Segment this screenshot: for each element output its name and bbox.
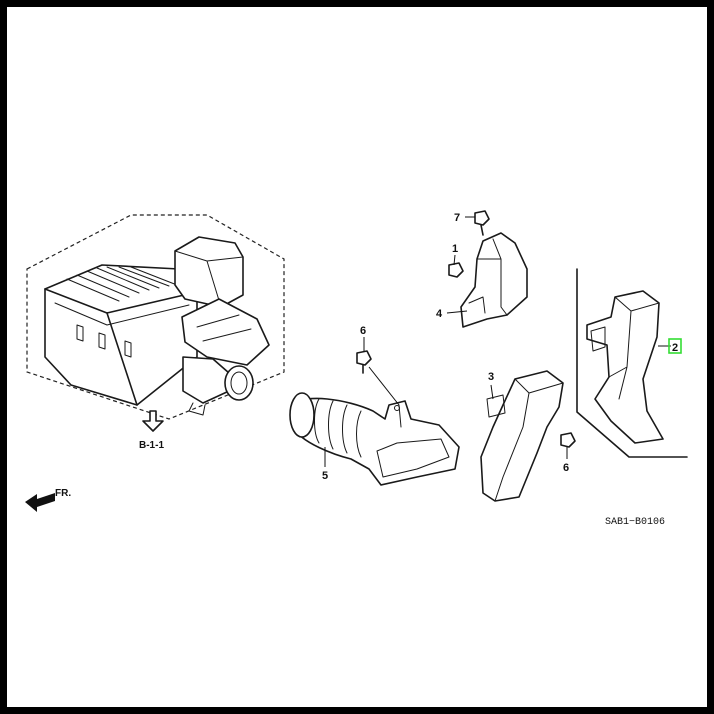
hose-corrugations [314, 398, 362, 458]
outlet-tube [182, 356, 230, 404]
callout-3: 3 [488, 371, 494, 383]
diagram-frame: B-1-1 FR. [7, 7, 707, 707]
fastener-6-upper [356, 350, 372, 374]
lower-duct-bracket [486, 394, 506, 418]
callout-5: 5 [322, 470, 328, 482]
callout-6-upper: 6 [360, 325, 366, 337]
callout-7: 7 [454, 212, 460, 224]
callout-1: 1 [452, 243, 458, 255]
hose-inlet [289, 392, 315, 438]
fastener-1 [448, 262, 464, 278]
housing-ribs [66, 266, 178, 302]
housing-clips [76, 324, 132, 358]
fastener-7 [474, 210, 490, 236]
inlet-duct-flange [590, 326, 606, 352]
air-cleaner-assembly [26, 214, 285, 420]
part-2-bracket-line [576, 268, 688, 458]
front-label: FR. [55, 488, 71, 499]
leader-lines [324, 216, 671, 467]
fastener-6-lower [560, 432, 576, 448]
bolt-6-lower-icon [560, 432, 576, 448]
inlet-duct-body [586, 290, 664, 444]
part-3-lower-duct [480, 370, 564, 502]
part-4-upper-duct [460, 232, 528, 328]
resonator-box [174, 236, 244, 308]
reference-arrow: B-1-1 [139, 410, 164, 451]
outlet-opening [224, 365, 254, 401]
clip-1-icon [448, 262, 464, 278]
callout-2-highlight [668, 338, 682, 354]
upper-duct-body [460, 232, 528, 328]
bolt-7-icon [474, 210, 490, 226]
outlet-duct [181, 298, 270, 366]
part-2-inlet-duct [576, 268, 688, 458]
callout-2: 2 [672, 342, 678, 354]
down-arrow-icon [142, 410, 164, 432]
front-direction-indicator: FR. [25, 488, 71, 512]
bolt-6-upper-icon [356, 350, 372, 366]
hose-body [292, 397, 460, 486]
diagram-code: SAB1−B0106 [605, 517, 665, 528]
part-5-intake-hose [289, 392, 460, 486]
callout-4: 4 [436, 308, 443, 320]
parts-diagram: B-1-1 FR. [25, 210, 688, 528]
callouts: 7 1 4 6 5 3 6 2 [322, 212, 682, 482]
reference-label: B-1-1 [139, 440, 164, 451]
callout-6-lower: 6 [563, 462, 569, 474]
lower-duct-body [480, 370, 564, 502]
front-arrow-icon [25, 493, 55, 512]
assembly-dashed-outline [26, 214, 285, 420]
air-cleaner-housing [44, 264, 198, 406]
